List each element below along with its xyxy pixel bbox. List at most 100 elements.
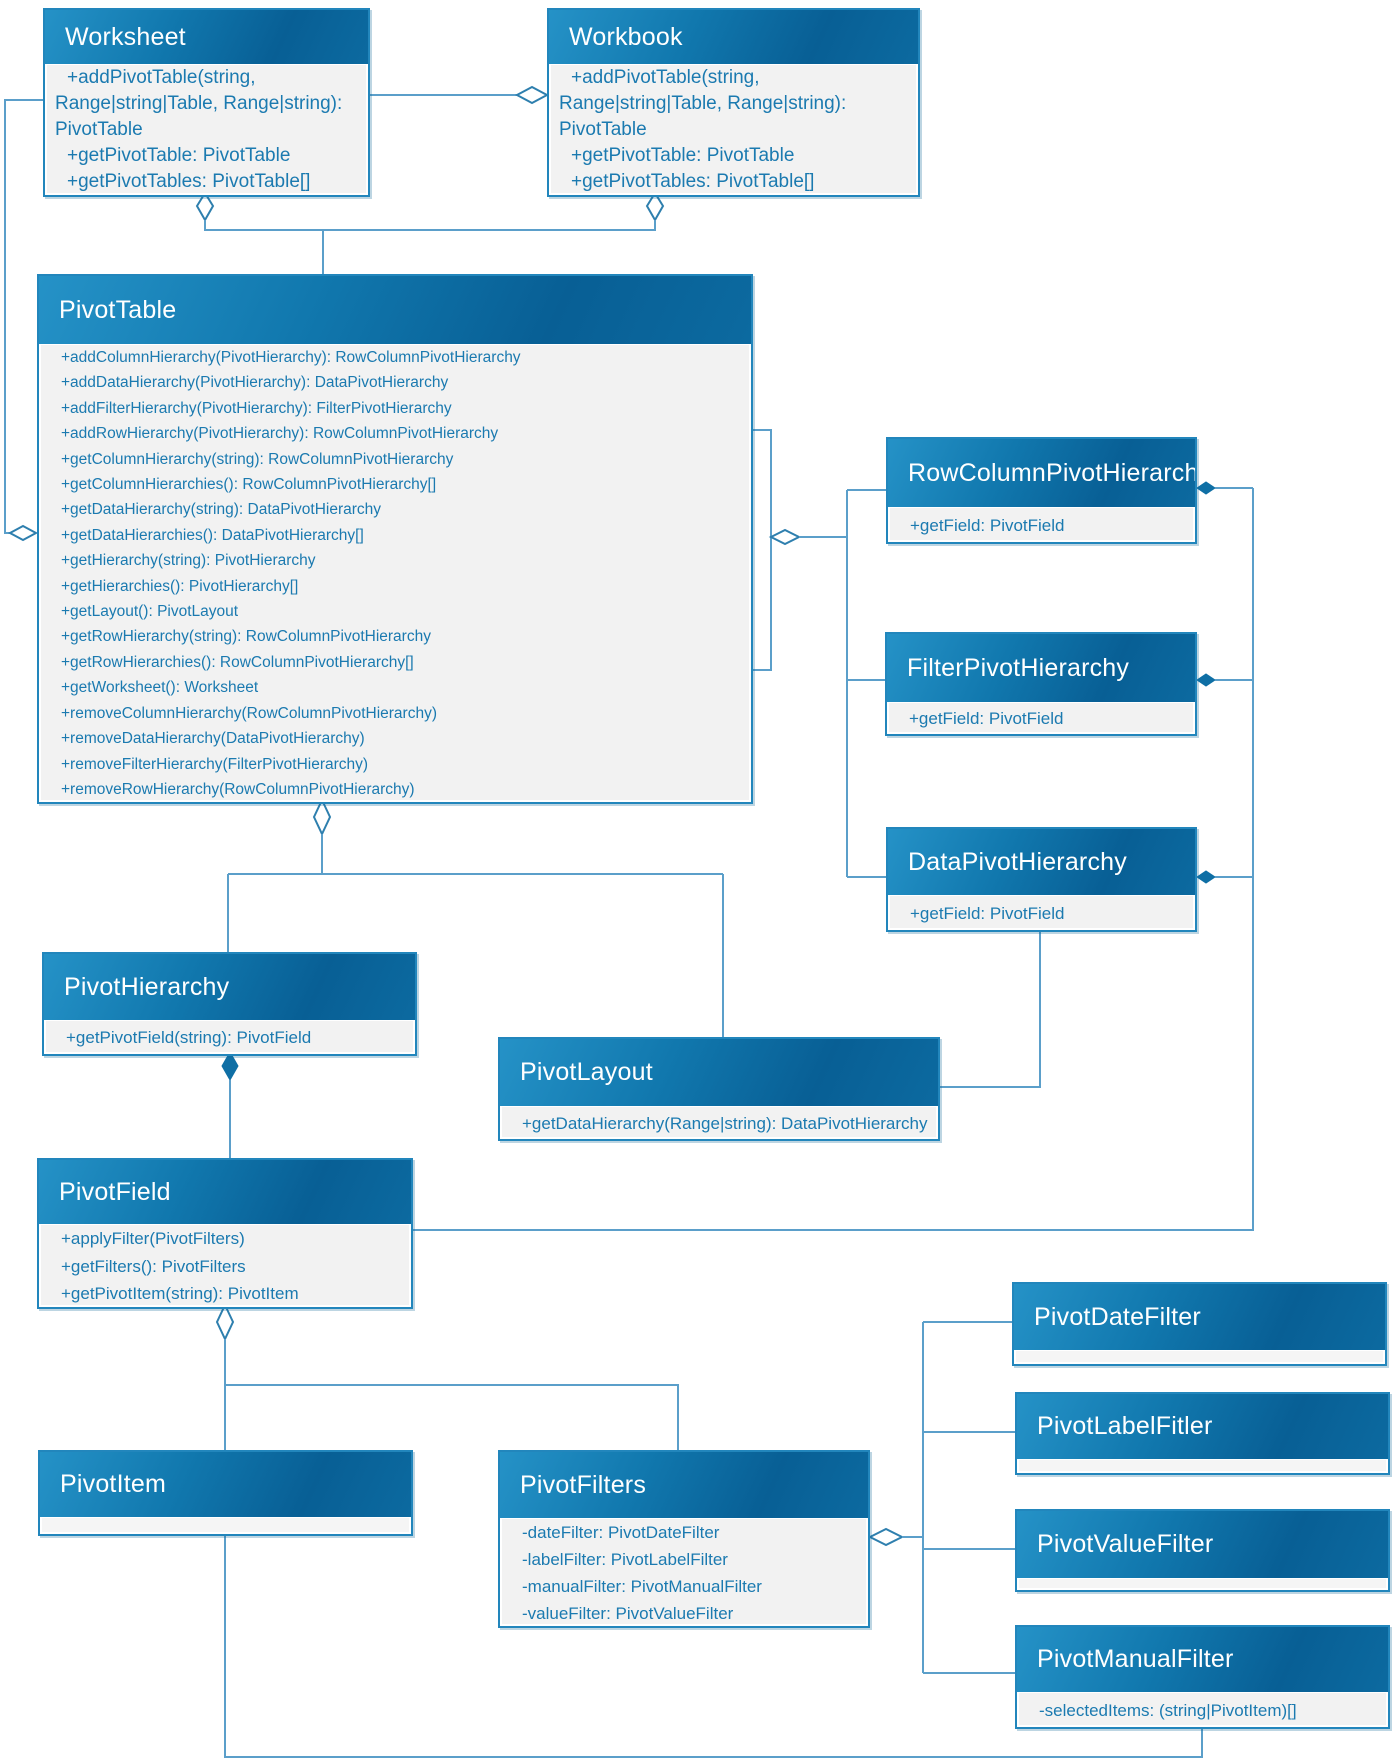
connector-pivotfield-children: [215, 1302, 679, 1450]
class-title: PivotLabelFitler: [1037, 1412, 1213, 1440]
class-title: PivotFilters: [520, 1470, 647, 1499]
class-rowcolumnpivothierarchy: RowColumnPivotHierarchy +getField: Pivot…: [886, 437, 1197, 544]
class-title: PivotField: [59, 1177, 171, 1206]
class-header: PivotHierarchy: [44, 954, 415, 1020]
class-pivotlabelfitler: PivotLabelFitler: [1015, 1392, 1390, 1475]
class-member: +getDataHierarchies(): DataPivotHierarch…: [61, 526, 364, 544]
class-member: -labelFilter: PivotLabelFilter: [522, 1550, 728, 1569]
class-member: +removeFilterHierarchy(FilterPivotHierar…: [61, 755, 369, 773]
class-member: +getField: PivotField: [910, 904, 1065, 923]
class-member: +getWorksheet(): Worksheet: [61, 679, 259, 697]
class-header: DataPivotHierarchy: [888, 829, 1195, 895]
connector-worksheet-workbook: [370, 85, 550, 105]
class-member: +getField: PivotField: [909, 709, 1064, 728]
class-header: RowColumnPivotHierarchy: [888, 439, 1195, 507]
class-pivotlayout: PivotLayout +getDataHierarchy(Range|stri…: [498, 1037, 940, 1141]
class-member: +getFilters(): PivotFilters: [61, 1256, 246, 1276]
class-member: +getDataHierarchy(string): DataPivotHier…: [61, 501, 382, 519]
class-pivotfilters: PivotFilters -dateFilter: PivotDateFilte…: [498, 1450, 870, 1628]
class-member: +addPivotTable(string,: [67, 67, 256, 88]
class-member: +getHierarchies(): PivotHierarchy[]: [61, 577, 299, 595]
class-header: PivotLayout: [500, 1039, 938, 1106]
class-datapivothierarchy: DataPivotHierarchy +getField: PivotField: [886, 827, 1197, 932]
class-title: PivotLayout: [520, 1058, 653, 1086]
class-pivothierarchy: PivotHierarchy +getPivotField(string): P…: [42, 952, 417, 1056]
class-body: +addPivotTable(string, Range|string|Table…: [47, 64, 366, 193]
class-member: +getPivotTables: PivotTable[]: [571, 171, 815, 192]
class-body: +addPivotTable(string, Range|string|Table…: [551, 64, 916, 193]
class-member: -dateFilter: PivotDateFilter: [522, 1523, 720, 1542]
class-header: PivotDateFilter: [1014, 1284, 1385, 1350]
class-title: PivotItem: [60, 1470, 166, 1498]
class-pivotitem: PivotItem: [38, 1450, 413, 1536]
class-pivotdatefilter: PivotDateFilter: [1012, 1282, 1387, 1366]
class-member: +addPivotTable(string,: [571, 67, 760, 88]
connector-pivothierarchy-pivotfield: [221, 1050, 239, 1158]
class-header: PivotField: [39, 1160, 411, 1224]
class-body: -selectedItems: (string|PivotItem)[]: [1019, 1692, 1386, 1725]
class-header: Workbook: [549, 10, 918, 64]
class-title: Worksheet: [65, 22, 186, 51]
class-member: +getDataHierarchy(Range|string): DataPiv…: [522, 1114, 928, 1133]
class-member: +addColumnHierarchy(PivotHierarchy): Row…: [61, 349, 521, 366]
class-member: +getPivotItem(string): PivotItem: [61, 1284, 299, 1304]
class-member: -selectedItems: (string|PivotItem)[]: [1039, 1701, 1297, 1720]
class-title: PivotValueFilter: [1037, 1530, 1214, 1558]
class-member: +getRowHierarchy(string): RowColumnPivot…: [61, 628, 431, 646]
class-member: Range|string|Table, Range|string):: [559, 93, 847, 114]
class-body: +addColumnHierarchy(PivotHierarchy): Row…: [41, 344, 749, 800]
class-body: [42, 1517, 409, 1532]
class-pivotmanualfilter: PivotManualFilter -selectedItems: (strin…: [1015, 1625, 1390, 1729]
class-header: PivotFilters: [500, 1452, 868, 1518]
connector-pivotfilters-filters: [867, 1321, 1015, 1674]
class-workbook: Workbook +addPivotTable(string, Range|str…: [547, 8, 920, 197]
class-header: Worksheet: [45, 10, 368, 64]
class-body: +getField: PivotField: [889, 702, 1193, 732]
class-pivotfield: PivotField +applyFilter(PivotFilters)+ge…: [37, 1158, 413, 1309]
class-title: RowColumnPivotHierarchy: [908, 458, 1195, 487]
class-member: -manualFilter: PivotManualFilter: [522, 1577, 762, 1596]
class-header: PivotTable: [39, 276, 751, 344]
class-member: +getColumnHierarchies(): RowColumnPivotH…: [61, 476, 437, 494]
class-member: +getHierarchy(string): PivotHierarchy: [61, 552, 316, 570]
class-body: [1019, 1459, 1386, 1471]
class-member: +getPivotTable: PivotTable: [571, 145, 795, 166]
class-header: PivotValueFilter: [1017, 1511, 1388, 1578]
class-member: +getPivotTable: PivotTable: [67, 145, 291, 166]
class-body: +applyFilter(PivotFilters)+getFilters():…: [41, 1224, 409, 1305]
class-title: PivotTable: [59, 295, 177, 324]
class-title: PivotManualFilter: [1037, 1645, 1234, 1673]
class-member: +getColumnHierarchy(string): RowColumnPi…: [61, 450, 454, 468]
class-body: +getField: PivotField: [890, 507, 1193, 540]
class-body: +getPivotField(string): PivotField: [46, 1020, 413, 1052]
class-member: +getPivotField(string): PivotField: [66, 1028, 312, 1047]
class-pivotvaluefilter: PivotValueFilter: [1015, 1509, 1390, 1592]
class-title: Workbook: [569, 22, 683, 51]
class-member: +getField: PivotField: [910, 516, 1065, 535]
class-body: -dateFilter: PivotDateFilter -labelFilter…: [502, 1518, 866, 1624]
class-member: +addFilterHierarchy(PivotHierarchy): Fil…: [61, 399, 452, 417]
class-pivottable: PivotTable +addColumnHierarchy(PivotHier…: [37, 274, 753, 804]
class-body: +getDataHierarchy(Range|string): DataPiv…: [502, 1106, 936, 1137]
class-header: PivotLabelFitler: [1017, 1394, 1388, 1459]
class-header: FilterPivotHierarchy: [887, 634, 1195, 702]
class-member: +getPivotTables: PivotTable[]: [67, 171, 311, 192]
class-member: -valueFilter: PivotValueFilter: [522, 1604, 734, 1623]
class-header: PivotManualFilter: [1017, 1627, 1388, 1692]
class-filterpivothierarchy: FilterPivotHierarchy +getField: PivotFie…: [885, 632, 1197, 736]
class-member: PivotTable: [55, 119, 143, 140]
class-title: DataPivotHierarchy: [908, 847, 1127, 876]
class-member: +removeColumnHierarchy(RowColumnPivotHie…: [61, 704, 437, 722]
class-body: [1016, 1350, 1383, 1362]
class-member: +getLayout(): PivotLayout: [61, 603, 239, 621]
connector-top-classes-pivottable: [195, 191, 665, 274]
class-member: +addRowHierarchy(PivotHierarchy): RowCol…: [61, 425, 499, 443]
class-member: Range|string|Table, Range|string):: [55, 93, 343, 114]
class-worksheet: Worksheet +addPivotTable(string, Range|st…: [43, 8, 370, 197]
class-member: +removeDataHierarchy(DataPivotHierarchy): [61, 730, 365, 748]
class-title: PivotDateFilter: [1034, 1302, 1201, 1331]
class-member: +removeRowHierarchy(RowColumnPivotHierar…: [61, 780, 415, 798]
class-body: [1019, 1578, 1386, 1588]
class-member: PivotTable: [559, 119, 647, 140]
